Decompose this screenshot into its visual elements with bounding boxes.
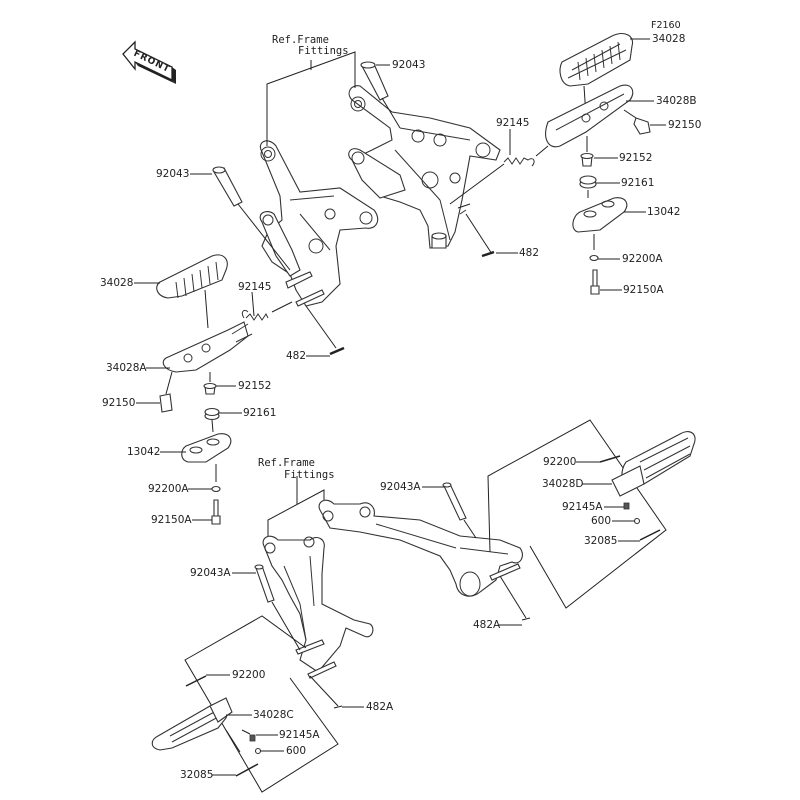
spring-92145-right bbox=[449, 145, 549, 205]
callout-92152-right[interactable]: 92152 bbox=[619, 152, 653, 164]
footpeg-rubber-right bbox=[559, 33, 634, 87]
callout-92145A-right[interactable]: 92145A bbox=[562, 501, 603, 513]
callout-32085-right[interactable]: 32085 bbox=[584, 535, 618, 547]
ref-frame-leader-lower bbox=[267, 476, 325, 540]
callout-92200-left[interactable]: 92200 bbox=[232, 669, 266, 681]
footpeg-body-left bbox=[162, 321, 253, 373]
lower-left-bracket bbox=[262, 535, 374, 679]
ref-frame-note-lower-line2: Fittings bbox=[284, 469, 335, 481]
callout-34028-top-right[interactable]: 34028 bbox=[652, 33, 686, 45]
callout-92200A-left[interactable]: 92200A bbox=[148, 483, 189, 495]
callout-600-left[interactable]: 600 bbox=[286, 745, 307, 757]
callout-92161-left[interactable]: 92161 bbox=[243, 407, 277, 419]
spring-92145a-right bbox=[623, 502, 630, 510]
block-13042-right bbox=[572, 197, 628, 250]
callout-13042-left[interactable]: 13042 bbox=[127, 446, 161, 458]
pin-92200-right bbox=[599, 455, 621, 463]
callout-34028D[interactable]: 34028D bbox=[542, 478, 584, 490]
pin-32085-left bbox=[235, 763, 259, 777]
callout-92043A-left[interactable]: 92043A bbox=[190, 567, 231, 579]
footpeg-group-frame-right bbox=[487, 419, 667, 609]
footpeg-group-frame-left bbox=[184, 615, 339, 793]
callout-92150-right[interactable]: 92150 bbox=[668, 119, 702, 131]
figure-code: F2160 bbox=[651, 20, 681, 31]
pin-482a-bottom bbox=[309, 675, 343, 709]
footpeg-body-right bbox=[545, 84, 634, 148]
callout-482-right[interactable]: 482 bbox=[519, 247, 540, 259]
front-arrow-icon bbox=[122, 40, 176, 84]
callout-92150-left[interactable]: 92150 bbox=[102, 397, 136, 409]
pin-482-left bbox=[305, 305, 345, 356]
pin-92043a-left bbox=[254, 564, 301, 651]
footpeg-34028c bbox=[151, 697, 233, 751]
ball-600-right bbox=[633, 517, 641, 525]
callout-34028-left[interactable]: 34028 bbox=[100, 277, 134, 289]
callout-34028C[interactable]: 34028C bbox=[253, 709, 294, 721]
collar-92152-right bbox=[580, 136, 594, 167]
pin-32085-right bbox=[639, 529, 661, 541]
pin-92043-left bbox=[212, 166, 291, 271]
callout-13042-right[interactable]: 13042 bbox=[647, 206, 681, 218]
callout-92145-right[interactable]: 92145 bbox=[496, 117, 530, 129]
callout-92043-top[interactable]: 92043 bbox=[392, 59, 426, 71]
bolt-92150a-left bbox=[211, 499, 221, 525]
callout-leaders bbox=[134, 38, 666, 776]
bolt-92150a-right bbox=[590, 269, 600, 295]
washer-92200a-right bbox=[589, 254, 599, 262]
callout-92145-left[interactable]: 92145 bbox=[238, 281, 272, 293]
left-footrest-bracket bbox=[259, 140, 379, 307]
callout-32085-left[interactable]: 32085 bbox=[180, 769, 214, 781]
collar-92152-left bbox=[203, 372, 217, 395]
ball-600-left bbox=[254, 747, 262, 755]
callout-34028A[interactable]: 34028A bbox=[106, 362, 147, 374]
callout-482-left[interactable]: 482 bbox=[286, 350, 307, 362]
callout-92145A-left[interactable]: 92145A bbox=[279, 729, 320, 741]
pin-92200-left bbox=[185, 675, 207, 687]
callout-92200-right[interactable]: 92200 bbox=[543, 456, 577, 468]
right-footrest-bracket bbox=[348, 85, 501, 249]
ref-frame-note-upper-line2: Fittings bbox=[298, 45, 349, 57]
spring-92145a-left bbox=[249, 734, 256, 742]
callout-92161-right[interactable]: 92161 bbox=[621, 177, 655, 189]
footpeg-rubber-left bbox=[156, 254, 228, 299]
callout-92043-left[interactable]: 92043 bbox=[156, 168, 190, 180]
ref-frame-note-upper-line1: Ref.Frame bbox=[272, 34, 329, 46]
grommet-92161-right bbox=[579, 175, 597, 198]
callout-92043A-mid[interactable]: 92043A bbox=[380, 481, 421, 493]
callout-92200A-right[interactable]: 92200A bbox=[622, 253, 663, 265]
spring-92145-left bbox=[241, 301, 293, 321]
pin-482a-mid bbox=[499, 575, 531, 621]
pin-92043-top bbox=[360, 61, 401, 129]
pin-482-right bbox=[465, 213, 495, 258]
bolt-92150-right bbox=[623, 109, 651, 135]
footpeg-34028d bbox=[611, 431, 696, 497]
ref-frame-leader-upper bbox=[266, 51, 356, 146]
lower-right-bracket bbox=[318, 499, 523, 597]
callout-92150A-left[interactable]: 92150A bbox=[151, 514, 192, 526]
pin-92043a-mid bbox=[442, 482, 477, 539]
callout-92150A-right[interactable]: 92150A bbox=[623, 284, 664, 296]
callout-600-right[interactable]: 600 bbox=[591, 515, 612, 527]
callout-482A-mid[interactable]: 482A bbox=[473, 619, 501, 631]
callout-92152-left[interactable]: 92152 bbox=[238, 380, 272, 392]
washer-92200a-left bbox=[211, 485, 221, 493]
block-13042-left bbox=[181, 433, 232, 482]
bolt-92150-left bbox=[159, 371, 173, 413]
callout-482A-bottom[interactable]: 482A bbox=[366, 701, 394, 713]
ref-frame-note-lower-line1: Ref.Frame bbox=[258, 457, 315, 469]
callout-34028B[interactable]: 34028B bbox=[656, 95, 697, 107]
grommet-92161-left bbox=[204, 407, 220, 433]
